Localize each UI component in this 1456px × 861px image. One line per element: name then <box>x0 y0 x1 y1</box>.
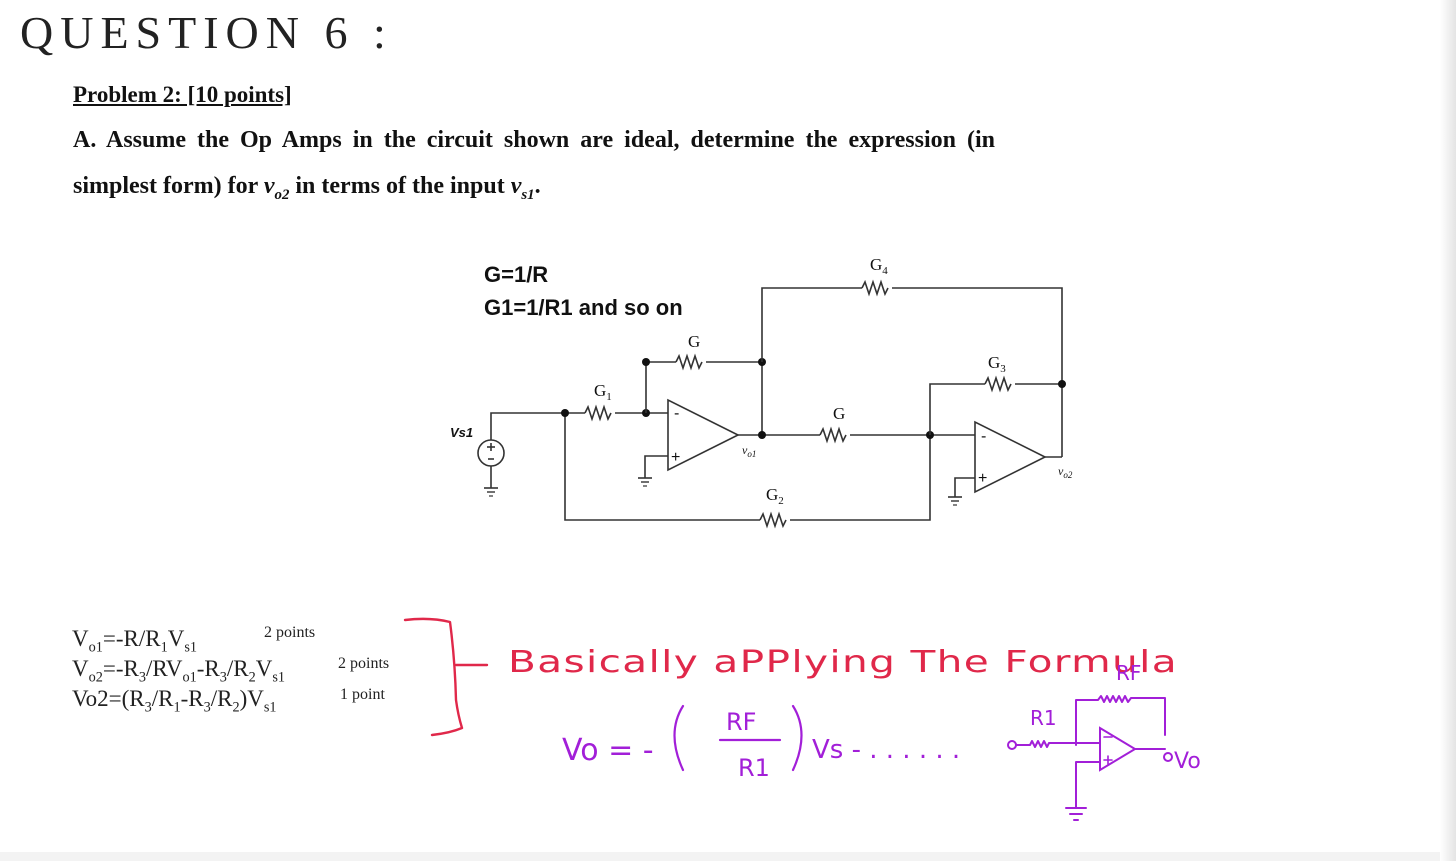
resistor-g4-icon <box>861 279 889 297</box>
vo2-label: vo2 <box>1058 464 1073 480</box>
question-title: QUESTION 6 : <box>20 7 393 58</box>
formula-frac-num: RF <box>726 708 756 736</box>
problem-text-line-1: A. Assume the Op Amps in the circuit sho… <box>73 127 996 153</box>
resistor-g-icon <box>675 353 703 371</box>
sketch-op-amp-icon <box>1099 726 1137 772</box>
sketch-feedback-resistor-icon <box>1075 695 1166 746</box>
g-second-label: G <box>833 404 845 423</box>
source-top-wire <box>490 412 565 440</box>
source-label: Vs1 <box>450 425 473 440</box>
op-amp-2-icon <box>974 420 1047 494</box>
op-amp-1-plus: + <box>671 449 680 466</box>
handwritten-bracket <box>403 617 464 737</box>
ground-icon <box>638 477 652 487</box>
node-dot <box>1058 380 1066 388</box>
g4-right-wire <box>892 287 1063 384</box>
op-amp-2-plus: + <box>978 470 987 487</box>
resistor-g1-icon <box>584 404 612 422</box>
vo1-label: vo1 <box>742 443 756 459</box>
g1-label: G1 <box>594 381 612 403</box>
g2-left-wire <box>564 413 760 521</box>
op-amp-1-plus-wire <box>644 455 668 478</box>
page-edge-shadow <box>1440 0 1456 861</box>
answer-equation-2: Vo2=-R3/RVo1-R3/R2Vs1 <box>72 656 286 686</box>
answer-equation-3: Vo2=(R3/R1-R3/R2)Vs1 <box>72 686 277 716</box>
problem-heading: Problem 2: [10 points] <box>73 82 292 107</box>
formula-frac-den: R1 <box>738 754 770 782</box>
problem-text-line-2: simplest form) for vo2 in terms of the i… <box>73 173 541 203</box>
node-dot <box>642 358 650 366</box>
formula-left-paren <box>673 704 685 772</box>
formula-right-paren <box>791 704 803 772</box>
sketch-r1-label: R1 <box>1030 706 1057 730</box>
points-label-2: 2 points <box>338 655 390 672</box>
node-dot <box>561 409 569 417</box>
line2-prefix: simplest form) for <box>73 173 264 199</box>
resistor-g3-icon <box>984 375 1012 393</box>
op-amp-2-minus: - <box>981 428 986 445</box>
ground-icon <box>484 487 498 497</box>
voltage-source-icon <box>477 439 505 467</box>
g4-label: G4 <box>870 255 888 277</box>
vo2-variable: vo2 <box>263 173 290 203</box>
handwritten-comment: Basically aPPlying The Formula <box>508 645 1178 680</box>
resistor-g-second-icon <box>819 426 847 444</box>
g2-label: G2 <box>766 485 784 507</box>
g3-left-wire <box>929 383 985 435</box>
resistor-g2-icon <box>759 511 787 529</box>
sketch-op-amp-signs <box>1103 736 1113 765</box>
op-amp-1-minus: - <box>674 405 679 422</box>
op-amp-2-plus-wire <box>954 477 975 497</box>
g2-right-wire <box>790 435 931 521</box>
vs1-variable: vs1 <box>510 173 535 203</box>
sketch-input-resistor-icon <box>1015 740 1101 748</box>
points-label-3: 1 point <box>340 686 385 703</box>
answer-equation-1: Vo1=-R/R1Vs1 <box>72 626 197 656</box>
g4-left-wire <box>761 287 862 362</box>
sketch-vo-label: Vo <box>1174 749 1201 774</box>
g-label: G <box>688 332 700 351</box>
formula-rhs: Vs - . . . . . . <box>812 735 960 765</box>
g3-label: G3 <box>988 353 1006 375</box>
sketch-input-node <box>1007 740 1017 750</box>
formula-lhs: Vo = - <box>562 733 654 768</box>
line2-middle: in terms of the input <box>289 173 511 199</box>
note-line-1: G=1/R <box>484 262 548 287</box>
sketch-rf-label: RF <box>1116 661 1141 685</box>
ground-icon <box>948 496 962 506</box>
points-label-1: 2 points <box>264 624 316 641</box>
note-line-2: G1=1/R1 and so on <box>484 295 683 320</box>
vo1-node-dot <box>758 431 766 439</box>
sketch-output-node <box>1163 752 1173 762</box>
sketch-ground-icon <box>1065 761 1101 821</box>
op-amp-1-icon <box>667 398 740 472</box>
